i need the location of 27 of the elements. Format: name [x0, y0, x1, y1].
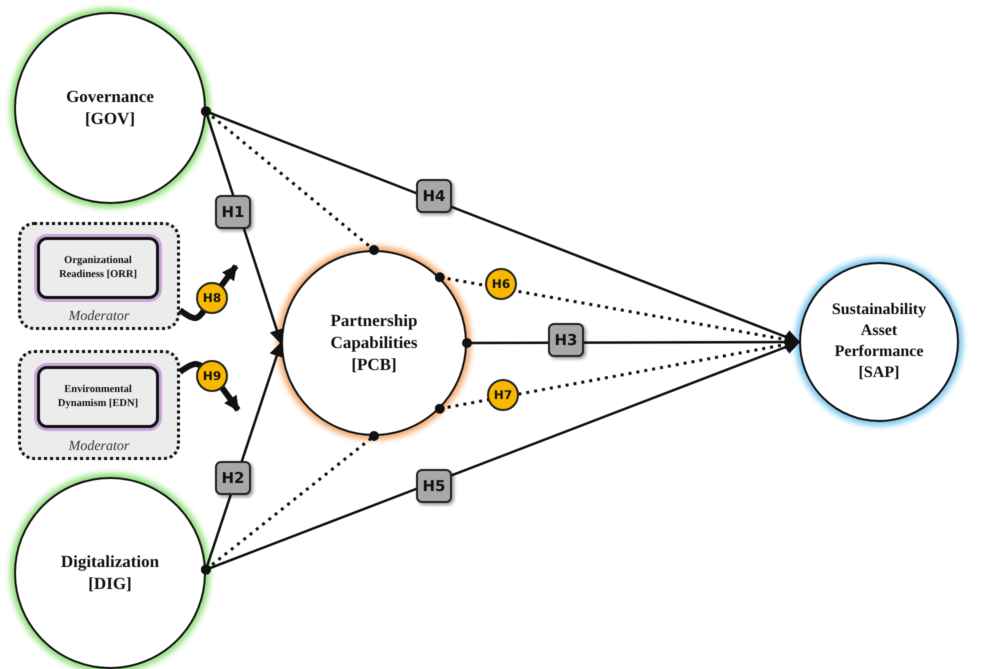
- construct-box: [37, 366, 159, 428]
- hypothesis-label: H5: [416, 469, 452, 503]
- construct-label: Governance [GOV]: [65, 86, 155, 130]
- construct-label: Environmental Dynamism [EDN]: [56, 383, 140, 411]
- moderator-panel: [18, 222, 180, 330]
- hypothesis-label: H2: [215, 461, 251, 495]
- construct-circle: [14, 477, 206, 669]
- moderator-label: Moderator: [68, 309, 130, 325]
- construct-label: Sustainability Asset Performance [SAP]: [830, 300, 928, 383]
- hypothesis-label: H8: [196, 282, 228, 314]
- connector-line: [200, 106, 379, 255]
- hypothesis-label: H7: [487, 379, 519, 411]
- hypothesis-label: H4: [416, 179, 452, 213]
- hypothesis-label: H3: [548, 323, 584, 357]
- construct-label: Partnership Capabilities [PCB]: [330, 310, 418, 376]
- construct-circle: [799, 262, 959, 422]
- moderator-panel: [18, 350, 180, 460]
- hypothesis-label: H1: [215, 195, 251, 229]
- construct-circle: [14, 12, 206, 204]
- hypothesis-label: H6: [485, 268, 517, 300]
- construct-label: Digitalization [DIG]: [60, 550, 160, 595]
- connector-line: [200, 431, 379, 575]
- construct-box: [37, 237, 159, 299]
- construct-label: Organizational Readiness [ORR]: [58, 254, 138, 282]
- moderator-label: Moderator: [68, 439, 130, 455]
- hypothesis-label: H9: [196, 360, 228, 392]
- construct-circle: [281, 250, 467, 436]
